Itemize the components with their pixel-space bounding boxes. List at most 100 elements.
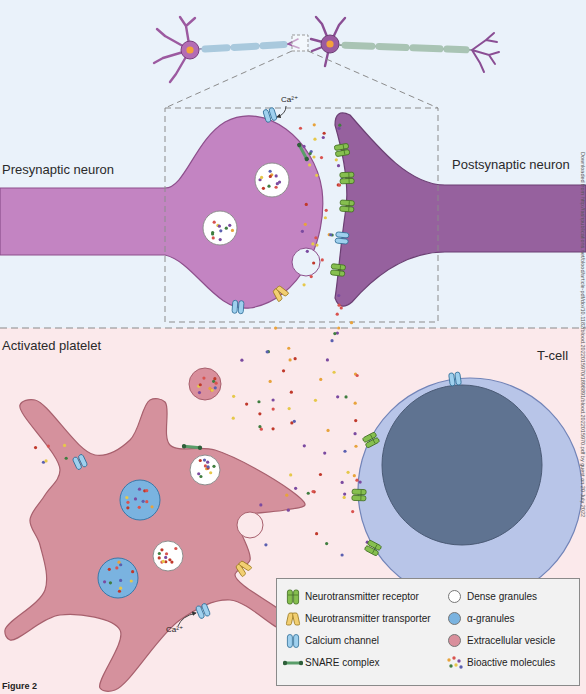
molecule-dot <box>44 459 47 462</box>
legend-icon <box>283 632 303 650</box>
molecule-dot <box>312 261 315 264</box>
membrane-proteins <box>330 264 345 277</box>
molecule-dot <box>138 488 141 491</box>
activated-platelet: Activated platelet <box>0 335 312 693</box>
molecule-dot <box>354 445 357 448</box>
neuron-thumbnail <box>154 17 195 82</box>
granules <box>189 368 221 400</box>
molecule-dot <box>320 156 323 159</box>
molecule-dot <box>336 313 339 316</box>
molecule-dot <box>346 471 349 474</box>
molecule-dot <box>336 331 339 334</box>
molecule-dot <box>351 510 354 513</box>
molecule-dot <box>326 429 329 432</box>
molecule-dot <box>335 158 338 161</box>
molecule-dot <box>138 506 141 509</box>
legend-text: Neurotransmitter receptor <box>305 591 419 603</box>
molecule-dot <box>47 445 50 448</box>
molecule-dot <box>344 395 347 398</box>
molecule-dot <box>319 473 322 476</box>
molecule-dot <box>164 560 167 563</box>
cell-label: Postsynaptic neuron <box>452 157 570 172</box>
molecule-dot <box>290 421 293 424</box>
cell-label: Activated platelet <box>2 338 101 353</box>
molecule-dot <box>258 425 261 428</box>
legend-entry: α-granules <box>445 610 586 628</box>
molecule-dot <box>308 163 311 166</box>
molecule-dot <box>63 444 66 447</box>
molecule-dot <box>304 223 307 226</box>
molecule-dot <box>459 665 462 668</box>
molecule-dot <box>267 185 270 188</box>
cell-membrane <box>358 378 582 602</box>
molecule-dot <box>165 552 168 555</box>
molecule-dot <box>204 464 207 467</box>
molecule-dot <box>313 138 316 141</box>
granules <box>255 163 289 197</box>
membrane-proteins <box>232 300 244 314</box>
neuron-thumbnail <box>181 41 199 59</box>
molecule-dot <box>219 229 222 232</box>
molecule-dot <box>269 380 272 383</box>
molecule-dot <box>126 501 129 504</box>
molecule-dot <box>269 175 272 178</box>
granules <box>98 558 138 598</box>
molecule-dot <box>333 332 336 335</box>
molecule-dot <box>322 136 325 139</box>
molecule-dot <box>228 224 231 227</box>
molecule-dot <box>301 230 304 233</box>
molecule-dot <box>117 561 120 564</box>
molecule-dot <box>313 490 316 493</box>
legend-icon <box>286 613 300 625</box>
molecule-dot <box>215 382 218 385</box>
molecule-dot <box>275 174 278 177</box>
molecule-dot <box>314 236 317 239</box>
node-outline <box>355 340 586 605</box>
molecule-dot <box>276 182 279 185</box>
molecule-dot <box>302 145 305 148</box>
molecule-dot <box>287 347 290 350</box>
molecule-dot <box>202 376 205 379</box>
granules <box>237 512 263 538</box>
molecule-dot <box>158 552 161 555</box>
postsynaptic-neuron: Postsynaptic neuron <box>330 105 586 315</box>
molecule-dot <box>209 471 212 474</box>
legend-text: Neurotransmitter transporter <box>305 613 431 625</box>
molecule-dot <box>258 412 261 415</box>
legend-text: SNARE complex <box>305 657 379 669</box>
molecule-dot <box>315 244 318 247</box>
molecule-dot <box>259 503 262 506</box>
cell-membrane <box>335 113 586 306</box>
molecule-dot <box>212 236 215 239</box>
molecule-dot <box>285 494 288 497</box>
neuron-thumbnail <box>345 45 466 50</box>
molecule-dot <box>366 541 369 544</box>
molecule-dot <box>131 570 134 573</box>
neuron-thumbnail <box>292 35 308 51</box>
molecule-dot <box>305 203 308 206</box>
molecule-dot <box>212 465 215 468</box>
molecule-dot <box>271 398 274 401</box>
molecule-dot <box>354 402 357 405</box>
figure-label: Figure 2 <box>2 681 37 692</box>
granules <box>190 455 220 485</box>
membrane-proteins <box>335 232 349 244</box>
molecule-dot <box>214 386 217 389</box>
molecule-dot <box>205 467 208 470</box>
molecule-dot <box>302 283 305 286</box>
molecule-dot <box>319 378 322 381</box>
molecule-dot <box>454 663 457 666</box>
molecule-dot <box>328 233 331 236</box>
molecule-dot <box>337 183 340 186</box>
molecule-dot <box>278 180 281 183</box>
molecule-dot <box>199 383 202 386</box>
molecule-dot <box>287 509 290 512</box>
molecule-dot <box>315 174 318 177</box>
molecule-dot <box>457 659 460 662</box>
molecule-dot <box>240 359 243 362</box>
molecule-dot <box>213 377 216 380</box>
membrane-proteins <box>364 540 382 556</box>
molecule-dot <box>325 209 328 212</box>
molecule-dot <box>337 127 340 130</box>
legend-text: Calcium channel <box>305 635 379 647</box>
